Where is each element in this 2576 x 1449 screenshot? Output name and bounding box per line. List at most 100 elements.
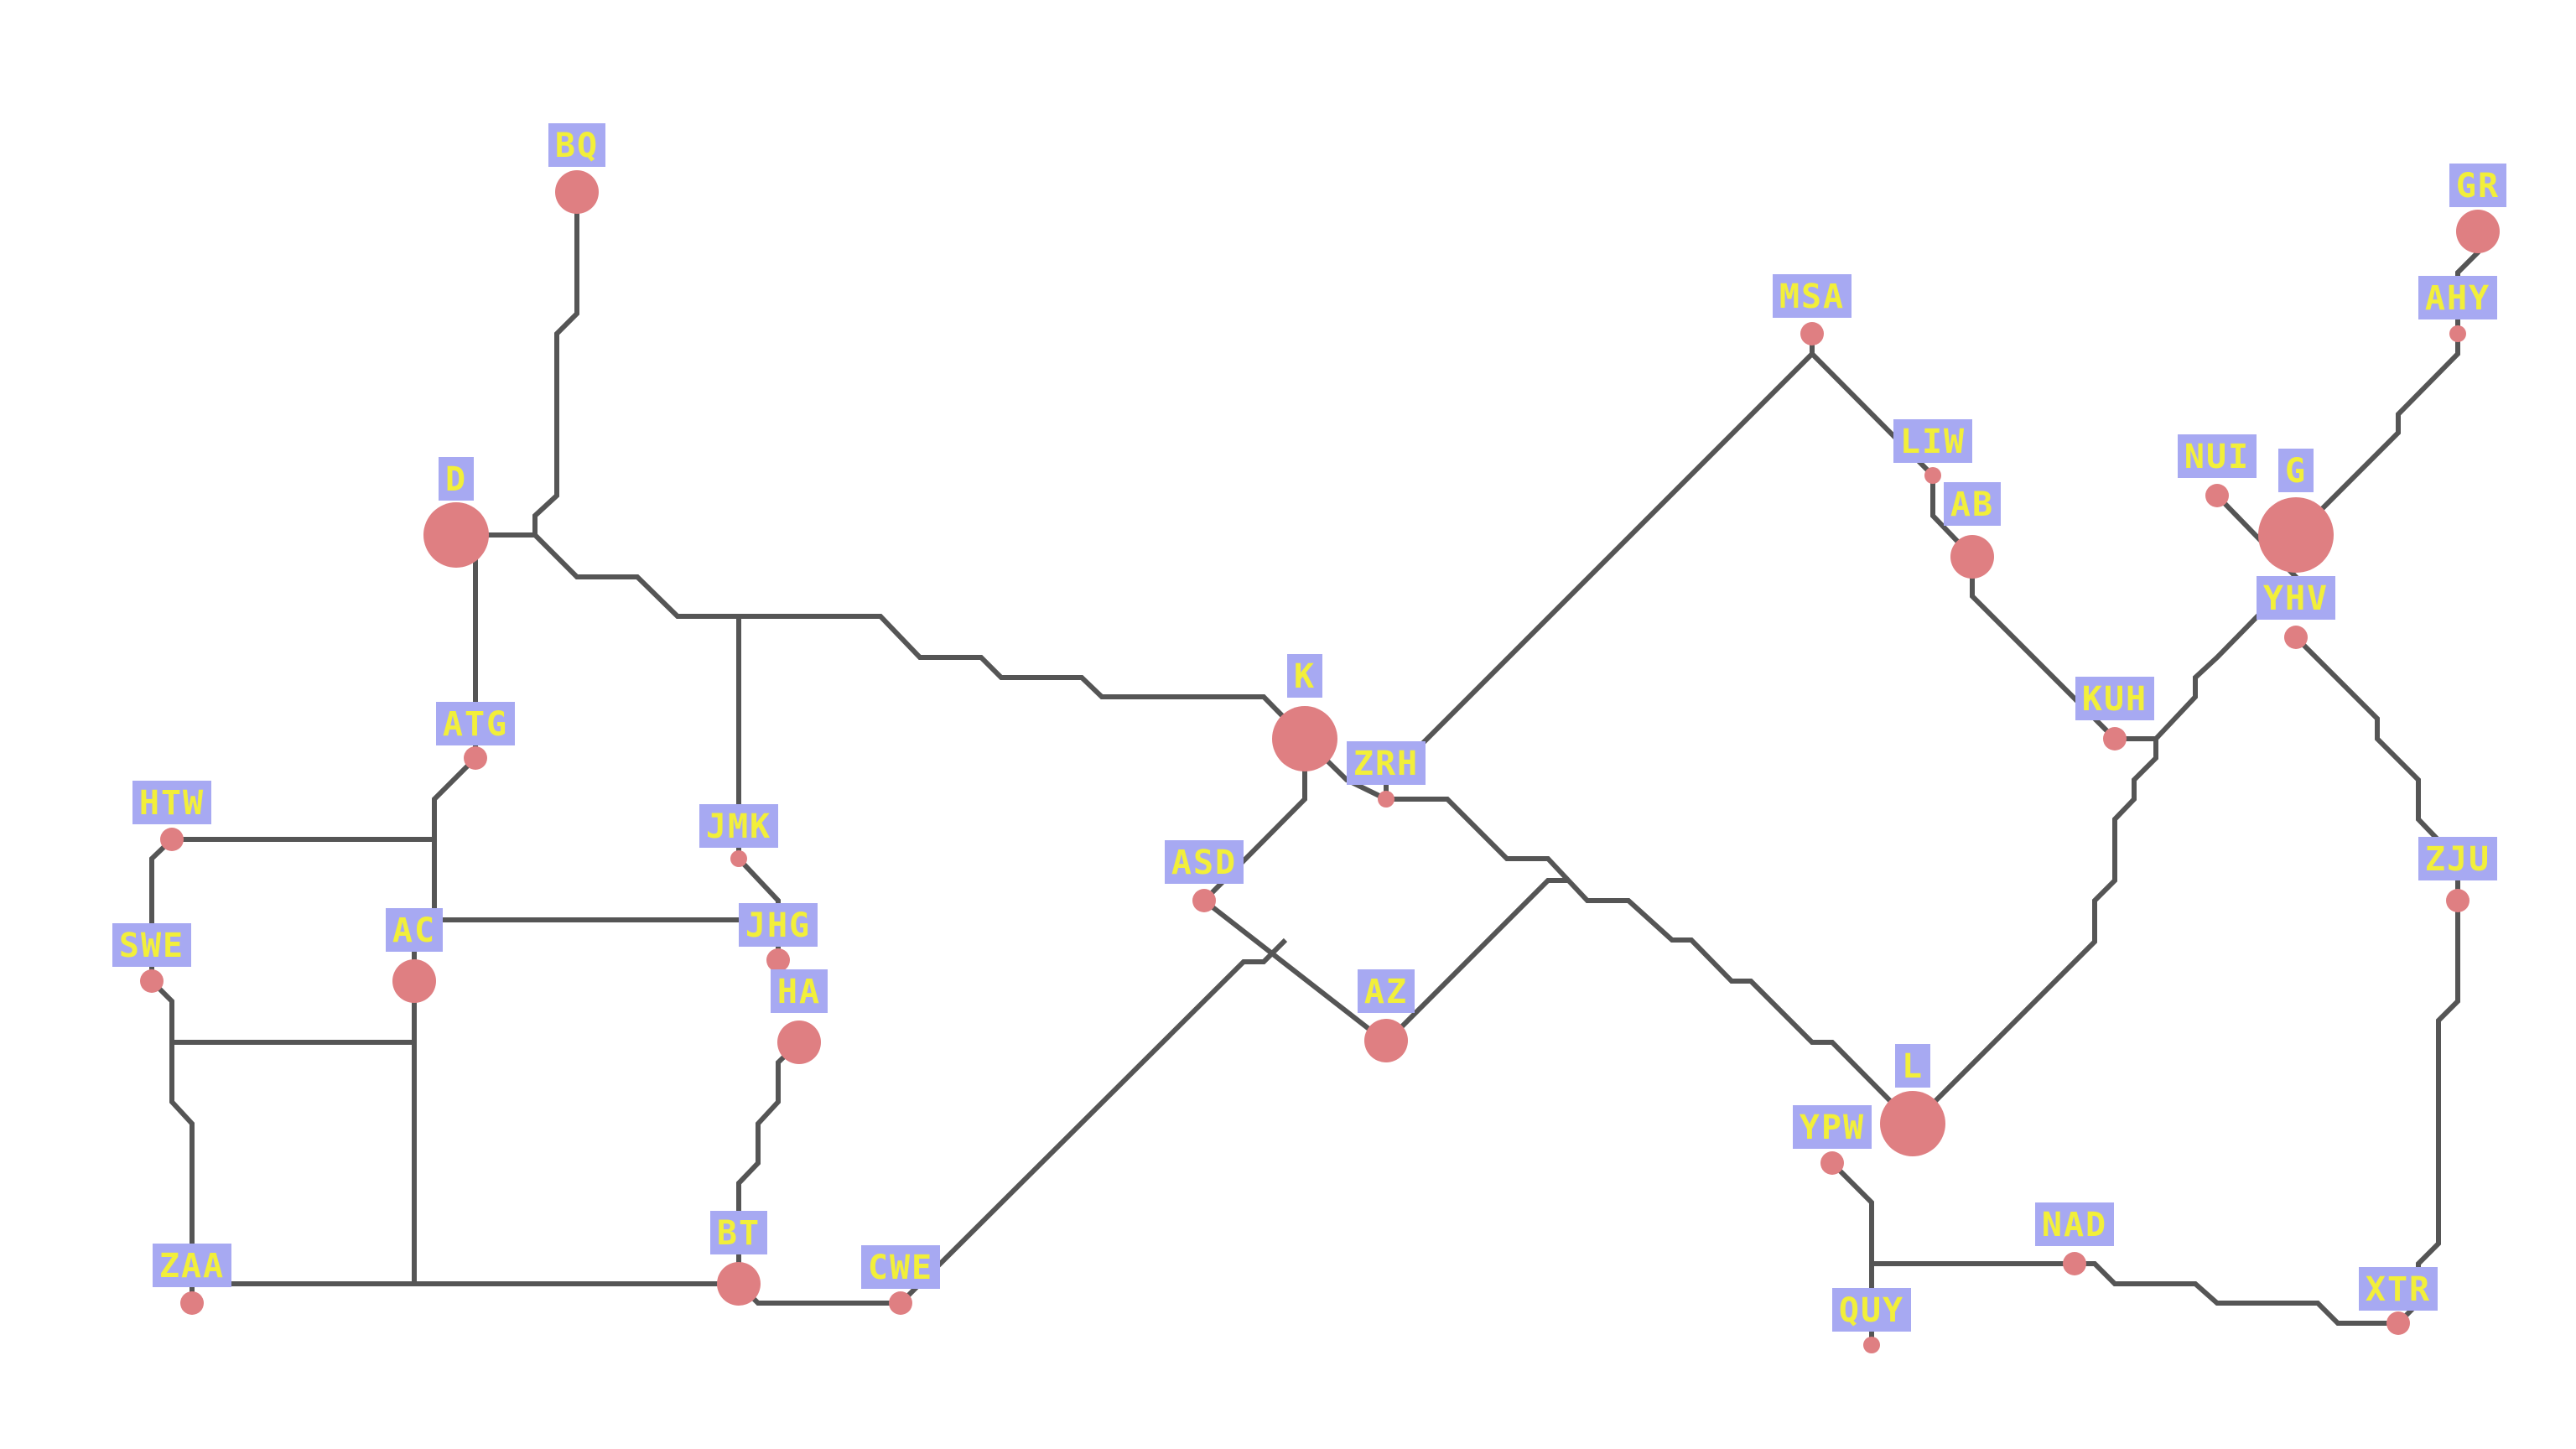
label-text: D [445,460,467,499]
station-label-jhg: JHG [739,903,818,947]
station-label-nad: NAD [2035,1202,2114,1246]
label-background [2449,164,2506,207]
station-node-zju[interactable] [2446,889,2470,912]
label-text: JMK [706,808,771,846]
station-label-zju: ZJU [2418,837,2497,880]
label-background [439,457,474,501]
station-label-d: D [439,457,474,501]
label-background [1358,969,1415,1013]
label-background [386,908,443,952]
station-node-htw[interactable] [160,828,184,851]
station-node-msa[interactable] [1800,322,1824,345]
station-label-msa: MSA [1773,274,1852,318]
label-text: LIW [1900,423,1966,461]
label-background [2418,837,2497,880]
station-node-ahy[interactable] [2449,325,2466,342]
route-line-12 [1202,878,1568,1046]
station-label-ha: HA [771,969,828,1013]
station-node-g[interactable] [2258,497,2334,573]
label-text: AC [392,911,436,950]
route-line-1 [456,192,579,538]
station-node-nad[interactable] [2063,1252,2086,1275]
label-background [2075,677,2154,720]
label-text: BT [717,1214,761,1253]
station-label-ac: AC [386,908,443,952]
station-label-liw: LIW [1893,419,1972,463]
label-background [1944,482,2001,526]
station-node-ypw[interactable] [1820,1151,1844,1175]
station-node-k[interactable] [1272,706,1337,771]
station-node-bq[interactable] [555,170,599,214]
station-node-liw[interactable] [1924,467,1941,484]
label-background [132,781,211,824]
station-node-gr[interactable] [2456,210,2500,253]
station-label-gr: GR [2449,164,2506,207]
label-background [1793,1105,1872,1149]
station-node-jmk[interactable] [730,850,747,867]
station-label-xtr: XTR [2359,1267,2438,1311]
label-text: HA [777,973,821,1011]
station-node-ac[interactable] [392,959,436,1003]
label-background [1893,419,1972,463]
station-node-zaa[interactable] [180,1291,204,1315]
station-node-d[interactable] [423,502,489,568]
station-node-jhg[interactable] [766,948,790,972]
label-text: NAD [2042,1206,2107,1244]
label-background [436,702,515,745]
station-label-ahy: AHY [2418,276,2497,319]
label-background [710,1211,767,1254]
label-text: G [2285,452,2307,491]
label-text: HTW [139,784,205,823]
station-node-ab[interactable] [1950,535,1994,579]
station-label-htw: HTW [132,781,211,824]
route-line-14 [1810,334,2158,1126]
station-node-kuh[interactable] [2103,727,2127,750]
label-text: BQ [555,127,599,165]
label-background [2418,276,2497,319]
station-label-quy: QUY [1832,1288,1911,1332]
station-node-atg[interactable] [464,746,487,770]
station-label-ypw: YPW [1793,1105,1872,1149]
station-label-asd: ASD [1165,840,1244,884]
station-node-xtr[interactable] [2386,1311,2410,1335]
label-text: MSA [1779,278,1845,316]
label-background [2035,1202,2114,1246]
label-text: L [1902,1047,1924,1086]
station-node-asd[interactable] [1192,889,1216,912]
label-background [699,804,778,848]
station-node-ha[interactable] [777,1021,821,1064]
station-node-az[interactable] [1364,1019,1408,1062]
label-text: YHV [2263,579,2329,618]
station-node-quy[interactable] [1863,1337,1880,1353]
station-node-swe[interactable] [140,969,164,993]
label-background [1287,654,1322,698]
route-line-17 [2293,231,2480,538]
station-label-l: L [1895,1044,1930,1088]
label-background [1347,741,1426,785]
label-background [153,1244,231,1287]
label-text: ZAA [159,1247,225,1285]
station-label-bt: BT [710,1211,767,1254]
station-node-yhv[interactable] [2284,626,2308,649]
route-line-2 [532,532,1307,741]
label-background [771,969,828,1013]
label-text: ZJU [2425,840,2490,879]
label-background [548,123,605,167]
route-line-6 [412,839,437,1284]
label-text: XTR [2366,1270,2431,1309]
label-text: ATG [443,705,508,744]
station-nodes [140,170,2500,1353]
route-line-9 [736,1040,802,1284]
station-node-zrh[interactable] [1378,791,1394,808]
label-background [112,923,191,967]
label-background [2178,434,2257,478]
station-node-l[interactable] [1880,1091,1945,1156]
station-node-cwe[interactable] [889,1291,912,1315]
label-background [1895,1044,1930,1088]
label-background [1832,1288,1911,1332]
label-background [2359,1267,2438,1311]
station-label-bq: BQ [548,123,605,167]
station-node-bt[interactable] [717,1262,761,1306]
label-text: AHY [2425,279,2490,318]
station-node-nui[interactable] [2205,484,2229,507]
